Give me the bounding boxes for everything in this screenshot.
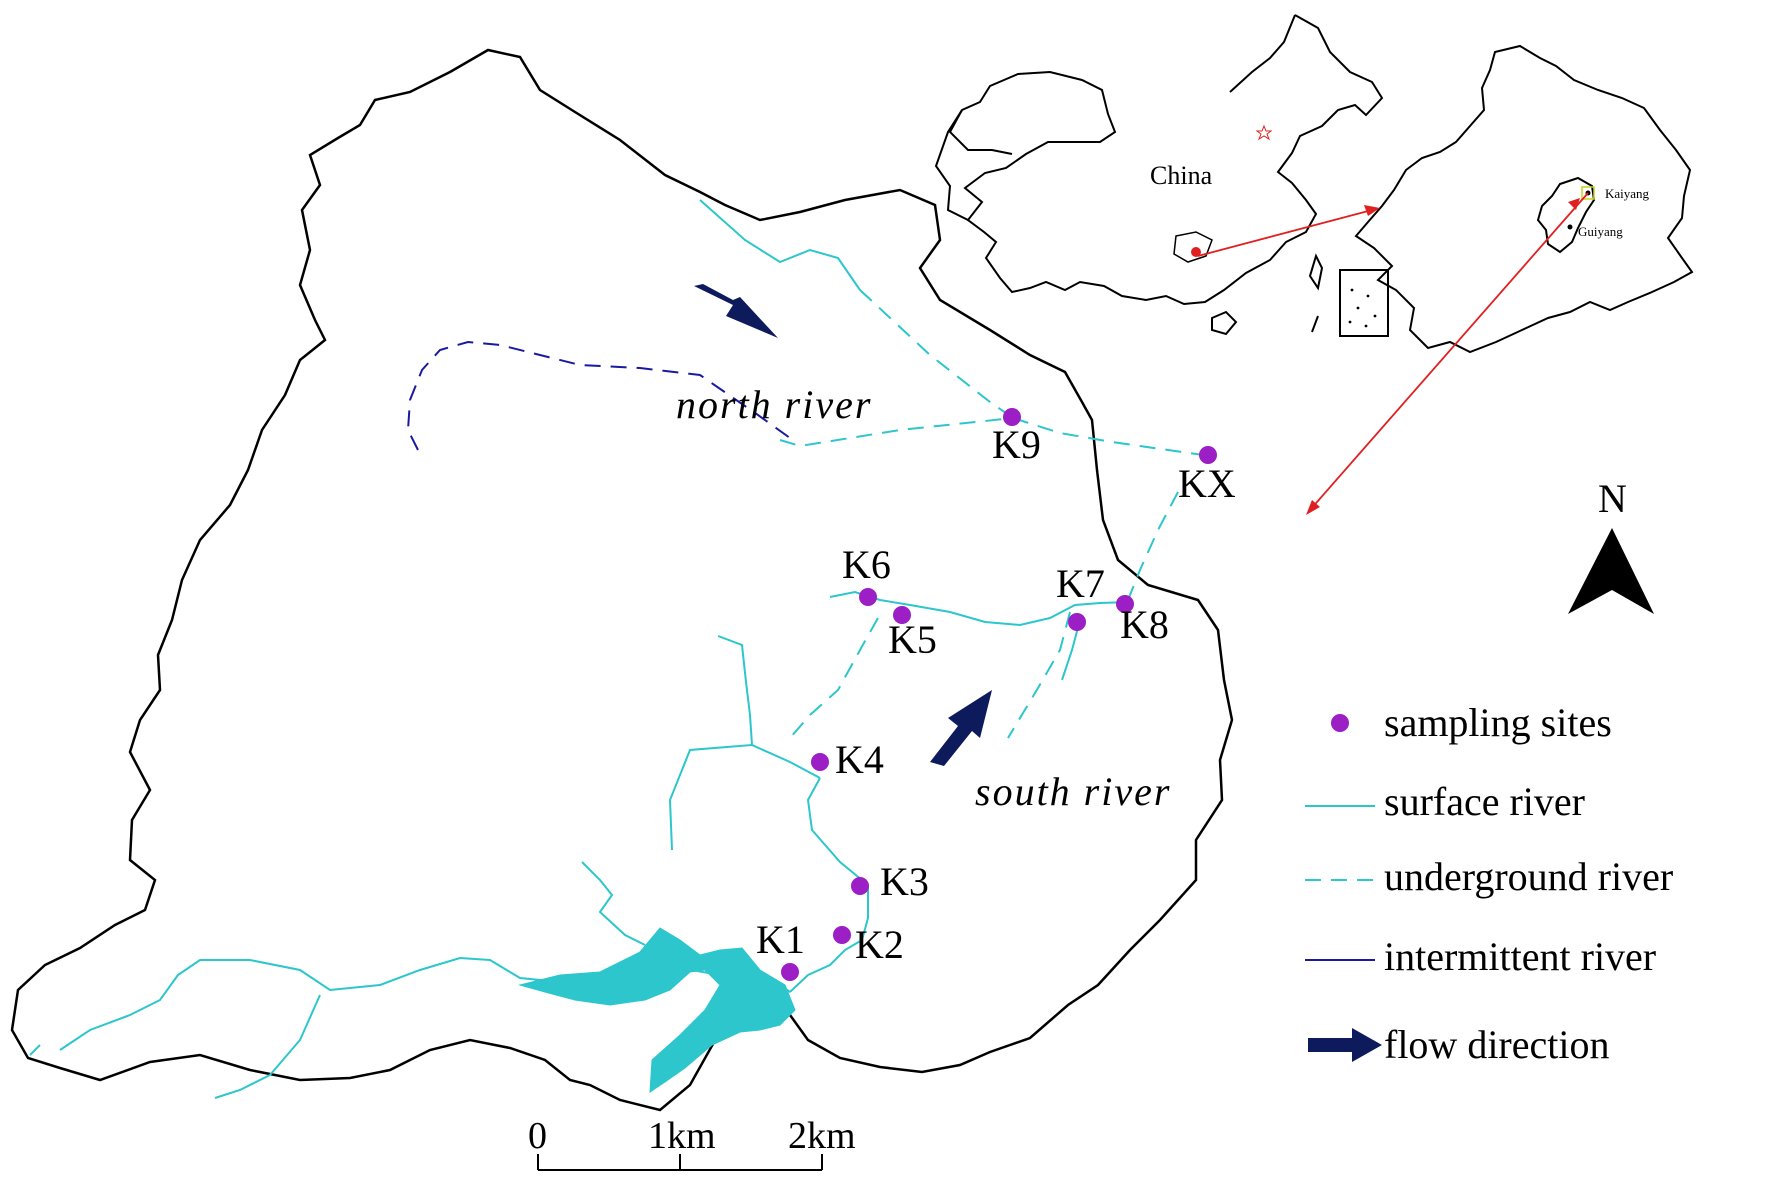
guizhou-locator-dot (1191, 247, 1201, 257)
flow-arrows (694, 284, 992, 766)
kaiyang-label: Kaiyang (1605, 186, 1650, 201)
site-K4[interactable] (811, 753, 829, 771)
site-label-K4: K4 (835, 737, 884, 782)
site-label-KX: KX (1178, 461, 1236, 506)
sampling-sites (781, 408, 1217, 981)
site-KX[interactable] (1199, 446, 1217, 464)
guiyang-dot (1567, 224, 1573, 230)
reservoir (518, 927, 796, 1093)
site-K7[interactable] (1068, 613, 1086, 631)
site-label-K5: K5 (888, 617, 937, 662)
legend-sampling-icon (1331, 714, 1349, 732)
guizhou-mini-outline (1173, 231, 1213, 263)
site-label-K2: K2 (855, 922, 904, 967)
scale-bar: 0 1km 2km (528, 1115, 856, 1171)
legend-underground-label: underground river (1384, 854, 1673, 899)
site-K9[interactable] (1003, 408, 1021, 426)
site-K8[interactable] (1116, 595, 1134, 613)
site-K6[interactable] (859, 588, 877, 606)
scale-label-1km: 1km (648, 1115, 716, 1157)
north-river-label: north river (676, 382, 872, 427)
kaiyang-region-outline (1536, 176, 1596, 254)
taiwan-outline (1308, 253, 1324, 291)
kaiyang-highlight-box (1581, 186, 1595, 200)
site-K3[interactable] (851, 877, 869, 895)
inset-guizhou: Kaiyang Guiyang (1354, 44, 1694, 354)
legend-intermittent-label: intermittent river (1384, 934, 1656, 979)
guizhou-outline (1354, 44, 1694, 354)
hainan-outline (1211, 310, 1238, 336)
site-K1[interactable] (781, 963, 799, 981)
site-label-K6: K6 (842, 542, 891, 587)
north-arrow-icon (1568, 528, 1654, 614)
site-labels: K1 K2 K3 K4 K5 K6 K7 K8 K9 KX (756, 422, 1236, 967)
site-K2[interactable] (833, 926, 851, 944)
capital-star-icon (1255, 124, 1273, 141)
guiyang-label: Guiyang (1578, 224, 1623, 239)
china-label: China (1150, 161, 1213, 190)
legend-flow-label: flow direction (1384, 1022, 1610, 1067)
site-label-K8: K8 (1120, 602, 1169, 647)
locator-arrows (1197, 192, 1589, 515)
site-label-K3: K3 (880, 859, 929, 904)
site-K5[interactable] (893, 606, 911, 624)
legend-surface-label: surface river (1384, 779, 1585, 824)
legend: sampling sites surface river underground… (1305, 700, 1673, 1067)
legend-sampling-label: sampling sites (1384, 700, 1612, 745)
inset-china: China (934, 14, 1389, 337)
legend-flow-icon (1308, 1028, 1382, 1062)
china-outline (948, 14, 1384, 306)
scale-label-0: 0 (528, 1115, 547, 1157)
south-river-label: south river (975, 769, 1171, 814)
site-label-K1: K1 (756, 917, 805, 962)
south-china-sea-inset (1339, 269, 1389, 337)
surface-rivers (29, 199, 1131, 1099)
scale-label-2km: 2km (788, 1115, 856, 1157)
intermittent-river (406, 340, 791, 451)
site-label-K9: K9 (992, 422, 1041, 467)
watershed-boundary (10, 48, 1234, 1112)
north-arrow-label: N (1598, 476, 1627, 521)
north-arrow: N (1568, 476, 1654, 614)
underground-rivers (779, 289, 1211, 739)
site-label-K7: K7 (1056, 561, 1105, 606)
